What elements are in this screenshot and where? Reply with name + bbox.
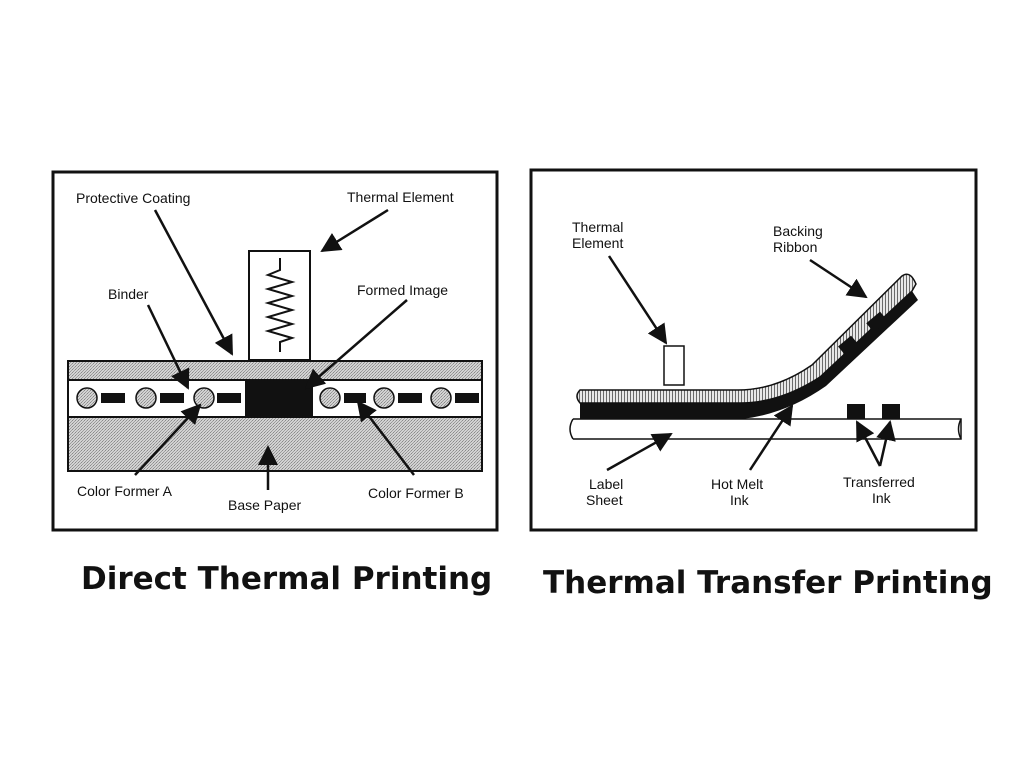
transferred-ink-dot [882,404,900,419]
label-thermal-element-line1: Thermal [572,219,623,235]
arrow-backing-ribbon [809,258,868,299]
arrow-color-former-b [356,400,415,476]
arrow-thermal-element [320,208,389,253]
formed-image-block [247,380,311,417]
arrow-color-former-a [134,403,202,476]
color-formers-right [319,387,479,409]
direct-thermal-diagram: Protective Coating Thermal Element Binde… [51,170,499,532]
caption-direct-thermal: Direct Thermal Printing [81,561,493,597]
label-backing-ribbon-line2: Ribbon [773,239,817,255]
label-base-paper: Base Paper [228,497,301,513]
label-protective-coating: Protective Coating [76,190,190,206]
ribbon-ink-dot [866,311,888,333]
label-color-former-b: Color Former B [368,485,464,501]
arrow-hot-melt-ink [748,404,794,471]
color-formers-left [76,387,241,409]
label-label-sheet-line1: Label [589,476,623,492]
label-thermal-element: Thermal Element [347,189,454,205]
base-paper-layer [67,416,483,472]
protective-coating-layer [67,360,483,381]
transferred-ink-dot [847,404,865,419]
label-thermal-element-line2: Element [572,235,623,251]
ribbon-ink-dot [838,335,859,356]
label-label-sheet-line2: Sheet [586,492,623,508]
label-hot-melt-ink-line2: Ink [730,492,750,508]
label-sheet-strip [573,418,962,440]
arrow-transferred-ink-2 [876,420,896,467]
thermal-element-block [663,345,685,386]
thermal-transfer-diagram: Thermal Element Backing Ribbon Label She… [529,168,978,532]
label-binder: Binder [108,286,149,302]
label-backing-ribbon-line1: Backing [773,223,823,239]
arrow-thermal-element [607,255,668,345]
hot-melt-ink-layer [580,291,918,419]
label-color-former-a: Color Former A [77,483,173,499]
label-transferred-ink-line2: Ink [872,490,892,506]
arrow-transferred-ink-1 [855,420,882,467]
resistor-zigzag-icon [264,258,296,352]
label-transferred-ink-line1: Transferred [843,474,915,490]
arrow-label-sheet [606,432,673,472]
transfer-panel-frame [529,168,978,532]
label-hot-melt-ink-line1: Hot Melt [711,476,763,492]
arrow-formed-image [304,299,408,390]
label-formed-image: Formed Image [357,282,448,298]
arrow-binder [146,304,190,390]
caption-thermal-transfer: Thermal Transfer Printing [543,565,993,601]
arrow-protective-coating [153,209,234,356]
